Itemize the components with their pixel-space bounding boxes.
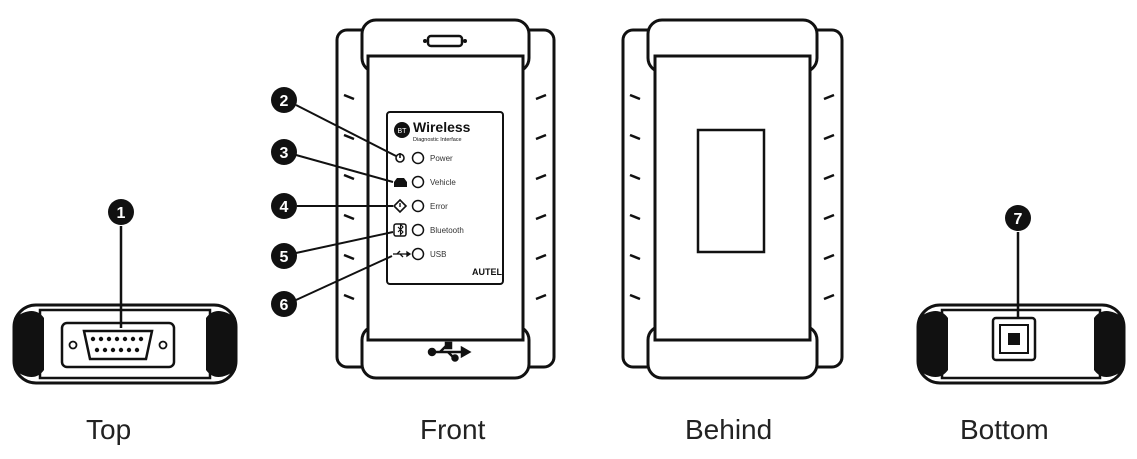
usb-icon bbox=[393, 250, 412, 258]
led-row-power: Power bbox=[395, 151, 453, 165]
panel-title: Wireless bbox=[413, 119, 471, 135]
callout-5: 5 bbox=[271, 231, 394, 269]
panel-subtitle: Diagnostic Interface bbox=[413, 137, 462, 143]
led-label: Power bbox=[430, 154, 453, 163]
led-label: Vehicle bbox=[430, 178, 456, 187]
led-label: Bluetooth bbox=[430, 226, 464, 235]
car-icon bbox=[394, 178, 407, 187]
bottom-view-device bbox=[916, 303, 1126, 385]
callout-6: 6 bbox=[271, 255, 393, 317]
brand-mark: BT bbox=[398, 128, 408, 135]
behind-view-device bbox=[621, 18, 844, 380]
svg-text:6: 6 bbox=[280, 297, 289, 314]
svg-text:7: 7 bbox=[1014, 211, 1023, 228]
front-view-device: BT Wireless Diagnostic Interface Power V… bbox=[335, 18, 556, 380]
led-label: USB bbox=[430, 250, 446, 259]
panel-header: BT Wireless Diagnostic Interface bbox=[394, 119, 471, 143]
led-label: Error bbox=[430, 202, 448, 211]
svg-text:3: 3 bbox=[280, 145, 289, 162]
led-row-error: Error bbox=[392, 198, 448, 214]
led-row-vehicle: Vehicle bbox=[394, 175, 456, 189]
view-label-behind: Behind bbox=[685, 414, 773, 445]
top-view-device bbox=[12, 303, 238, 385]
led-indicator bbox=[411, 151, 425, 165]
usb-symbol bbox=[427, 341, 472, 362]
led-indicator bbox=[411, 223, 425, 237]
obd-connector bbox=[60, 321, 176, 369]
svg-text:1: 1 bbox=[117, 205, 126, 222]
led-indicator bbox=[411, 247, 425, 261]
svg-text:5: 5 bbox=[280, 249, 289, 266]
callout-1: 1 bbox=[108, 199, 134, 328]
top-slot bbox=[423, 34, 467, 48]
svg-text:4: 4 bbox=[280, 199, 289, 216]
callout-3: 3 bbox=[271, 139, 394, 183]
callout-2: 2 bbox=[271, 87, 397, 157]
view-label-top: Top bbox=[86, 414, 132, 445]
autel-logo: AUTEL bbox=[472, 267, 502, 277]
led-row-bluetooth: Bluetooth bbox=[393, 223, 464, 237]
led-indicator bbox=[411, 199, 425, 213]
label-area bbox=[696, 128, 766, 254]
led-row-usb: USB bbox=[393, 247, 446, 261]
error-icon bbox=[392, 198, 408, 214]
view-label-bottom: Bottom bbox=[960, 414, 1049, 445]
view-label-front: Front bbox=[420, 414, 486, 445]
svg-text:2: 2 bbox=[280, 93, 289, 110]
usb-port bbox=[991, 316, 1037, 362]
led-indicator bbox=[411, 175, 425, 189]
callout-7: 7 bbox=[1005, 205, 1031, 318]
callout-4: 4 bbox=[271, 193, 393, 219]
